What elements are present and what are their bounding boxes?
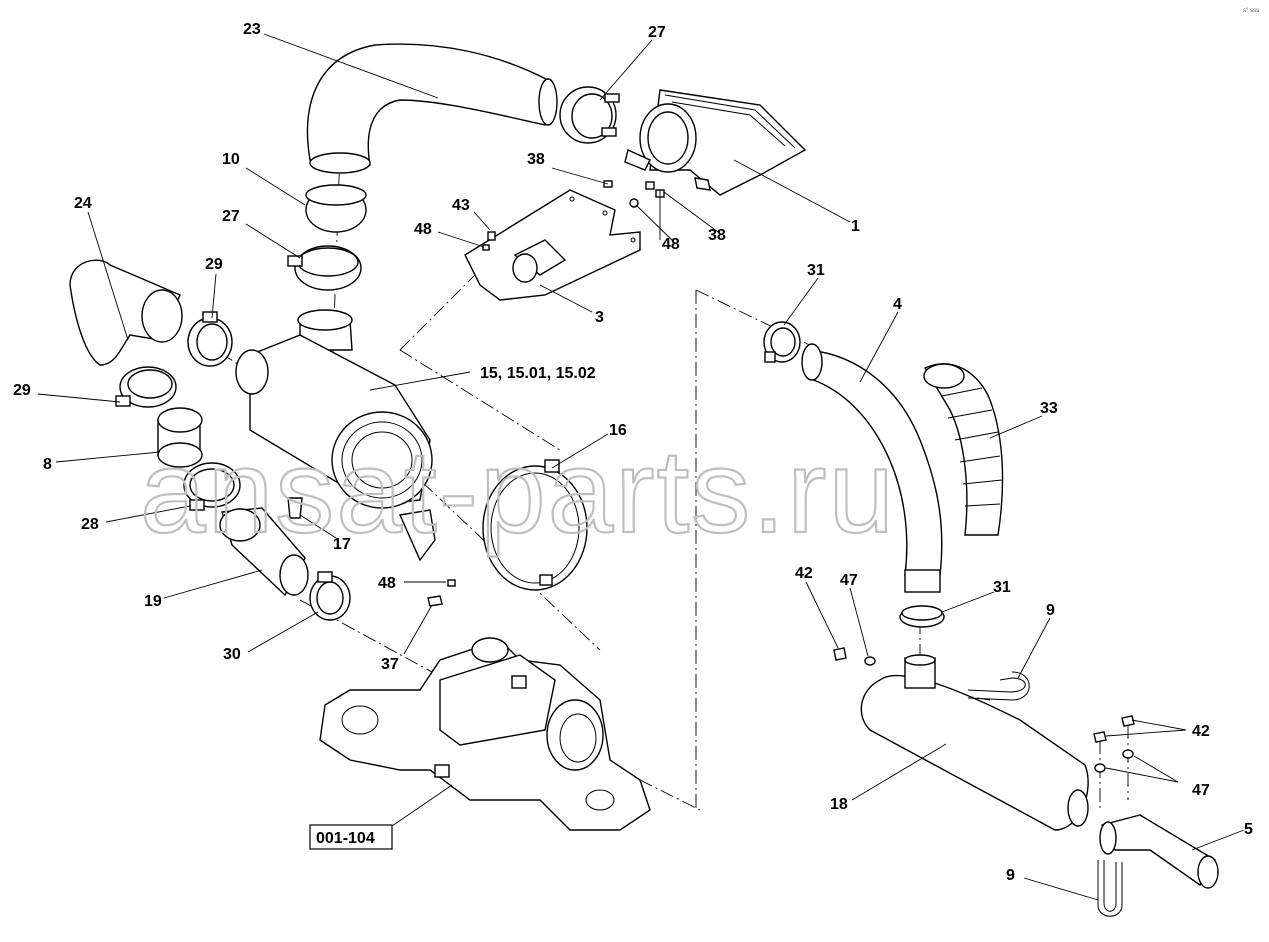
part-4-exhaust-pipe [801, 343, 943, 593]
part-3-bracket [464, 189, 641, 301]
callout-43: 43 [452, 197, 470, 214]
part-15-air-filter [235, 309, 436, 562]
part-5-tailpipe [1099, 814, 1219, 889]
callout-1: 1 [851, 218, 860, 235]
callout-28: 28 [81, 516, 99, 533]
part-1-intake-bonnet [624, 89, 807, 196]
part-31-clamp-upper [763, 321, 801, 363]
part-27-clamp-top [559, 86, 620, 144]
callout-31-lower: 31 [993, 579, 1011, 596]
callout-42-left: 42 [795, 565, 813, 582]
engine-block-reference [319, 637, 651, 831]
hardware-nuts-washers-right [833, 647, 1135, 773]
part-19-hose [219, 507, 309, 597]
callout-4: 4 [893, 296, 902, 313]
part-9-u-bolt-upper [967, 671, 1030, 701]
part-28-clamp [183, 462, 241, 511]
callout-9-upper: 9 [1046, 602, 1055, 619]
callout-18: 18 [830, 796, 848, 813]
callout-10: 10 [222, 151, 240, 168]
part-23-curved-hose [306, 43, 558, 174]
callout-9-lower: 9 [1006, 867, 1015, 884]
callout-5: 5 [1244, 821, 1253, 838]
part-33-flex-hose [923, 363, 1004, 536]
callout-3: 3 [595, 309, 604, 326]
watermark: ansat-parts.ru [140, 426, 896, 558]
callout-38-right: 38 [708, 227, 726, 244]
callout-47-right: 47 [1192, 782, 1210, 799]
part-8-sleeve [157, 407, 203, 468]
callout-27-lower: 27 [222, 208, 240, 225]
callout-38-left: 38 [527, 151, 545, 168]
part-18-muffler [860, 654, 1089, 831]
part-16-strap [482, 459, 588, 591]
callout-29-upper: 29 [205, 256, 223, 273]
callout-27-top: 27 [648, 24, 666, 41]
callout-labels: 23 27 10 27 38 38 1 43 48 48 3 24 29 29 … [13, 21, 1253, 884]
callout-31-upper: 31 [807, 262, 825, 279]
callout-24: 24 [74, 195, 92, 212]
callout-19: 19 [144, 593, 162, 610]
callout-16: 16 [609, 422, 627, 439]
callout-23: 23 [243, 21, 261, 38]
callout-17: 17 [333, 536, 351, 553]
callout-15: 15, 15.01, 15.02 [480, 365, 596, 382]
part-29-clamp-upper [187, 311, 233, 367]
callout-29-lower: 29 [13, 382, 31, 399]
part-10-band [305, 184, 367, 233]
corner-code: s° sss [1243, 8, 1259, 14]
callout-33: 33 [1040, 400, 1058, 417]
callout-47-left: 47 [840, 572, 858, 589]
callout-8: 8 [43, 456, 52, 473]
part-31-clamp-lower [899, 605, 945, 628]
callout-001-104: 001-104 [316, 830, 375, 847]
callout-48-mid: 48 [378, 575, 396, 592]
callout-48-right: 48 [662, 236, 680, 253]
part-9-u-bolt-lower [1097, 860, 1123, 917]
part-29-clamp-lower [115, 366, 177, 408]
callout-42-right: 42 [1192, 723, 1210, 740]
part-27-clamp-lower [287, 245, 362, 291]
callout-30: 30 [223, 646, 241, 663]
leader-lines [37, 33, 1245, 901]
reference-box [309, 824, 393, 850]
callout-48-left: 48 [414, 221, 432, 238]
part-30-clamp [309, 571, 351, 621]
part-24-elbow [69, 259, 183, 366]
callout-37: 37 [381, 656, 399, 673]
